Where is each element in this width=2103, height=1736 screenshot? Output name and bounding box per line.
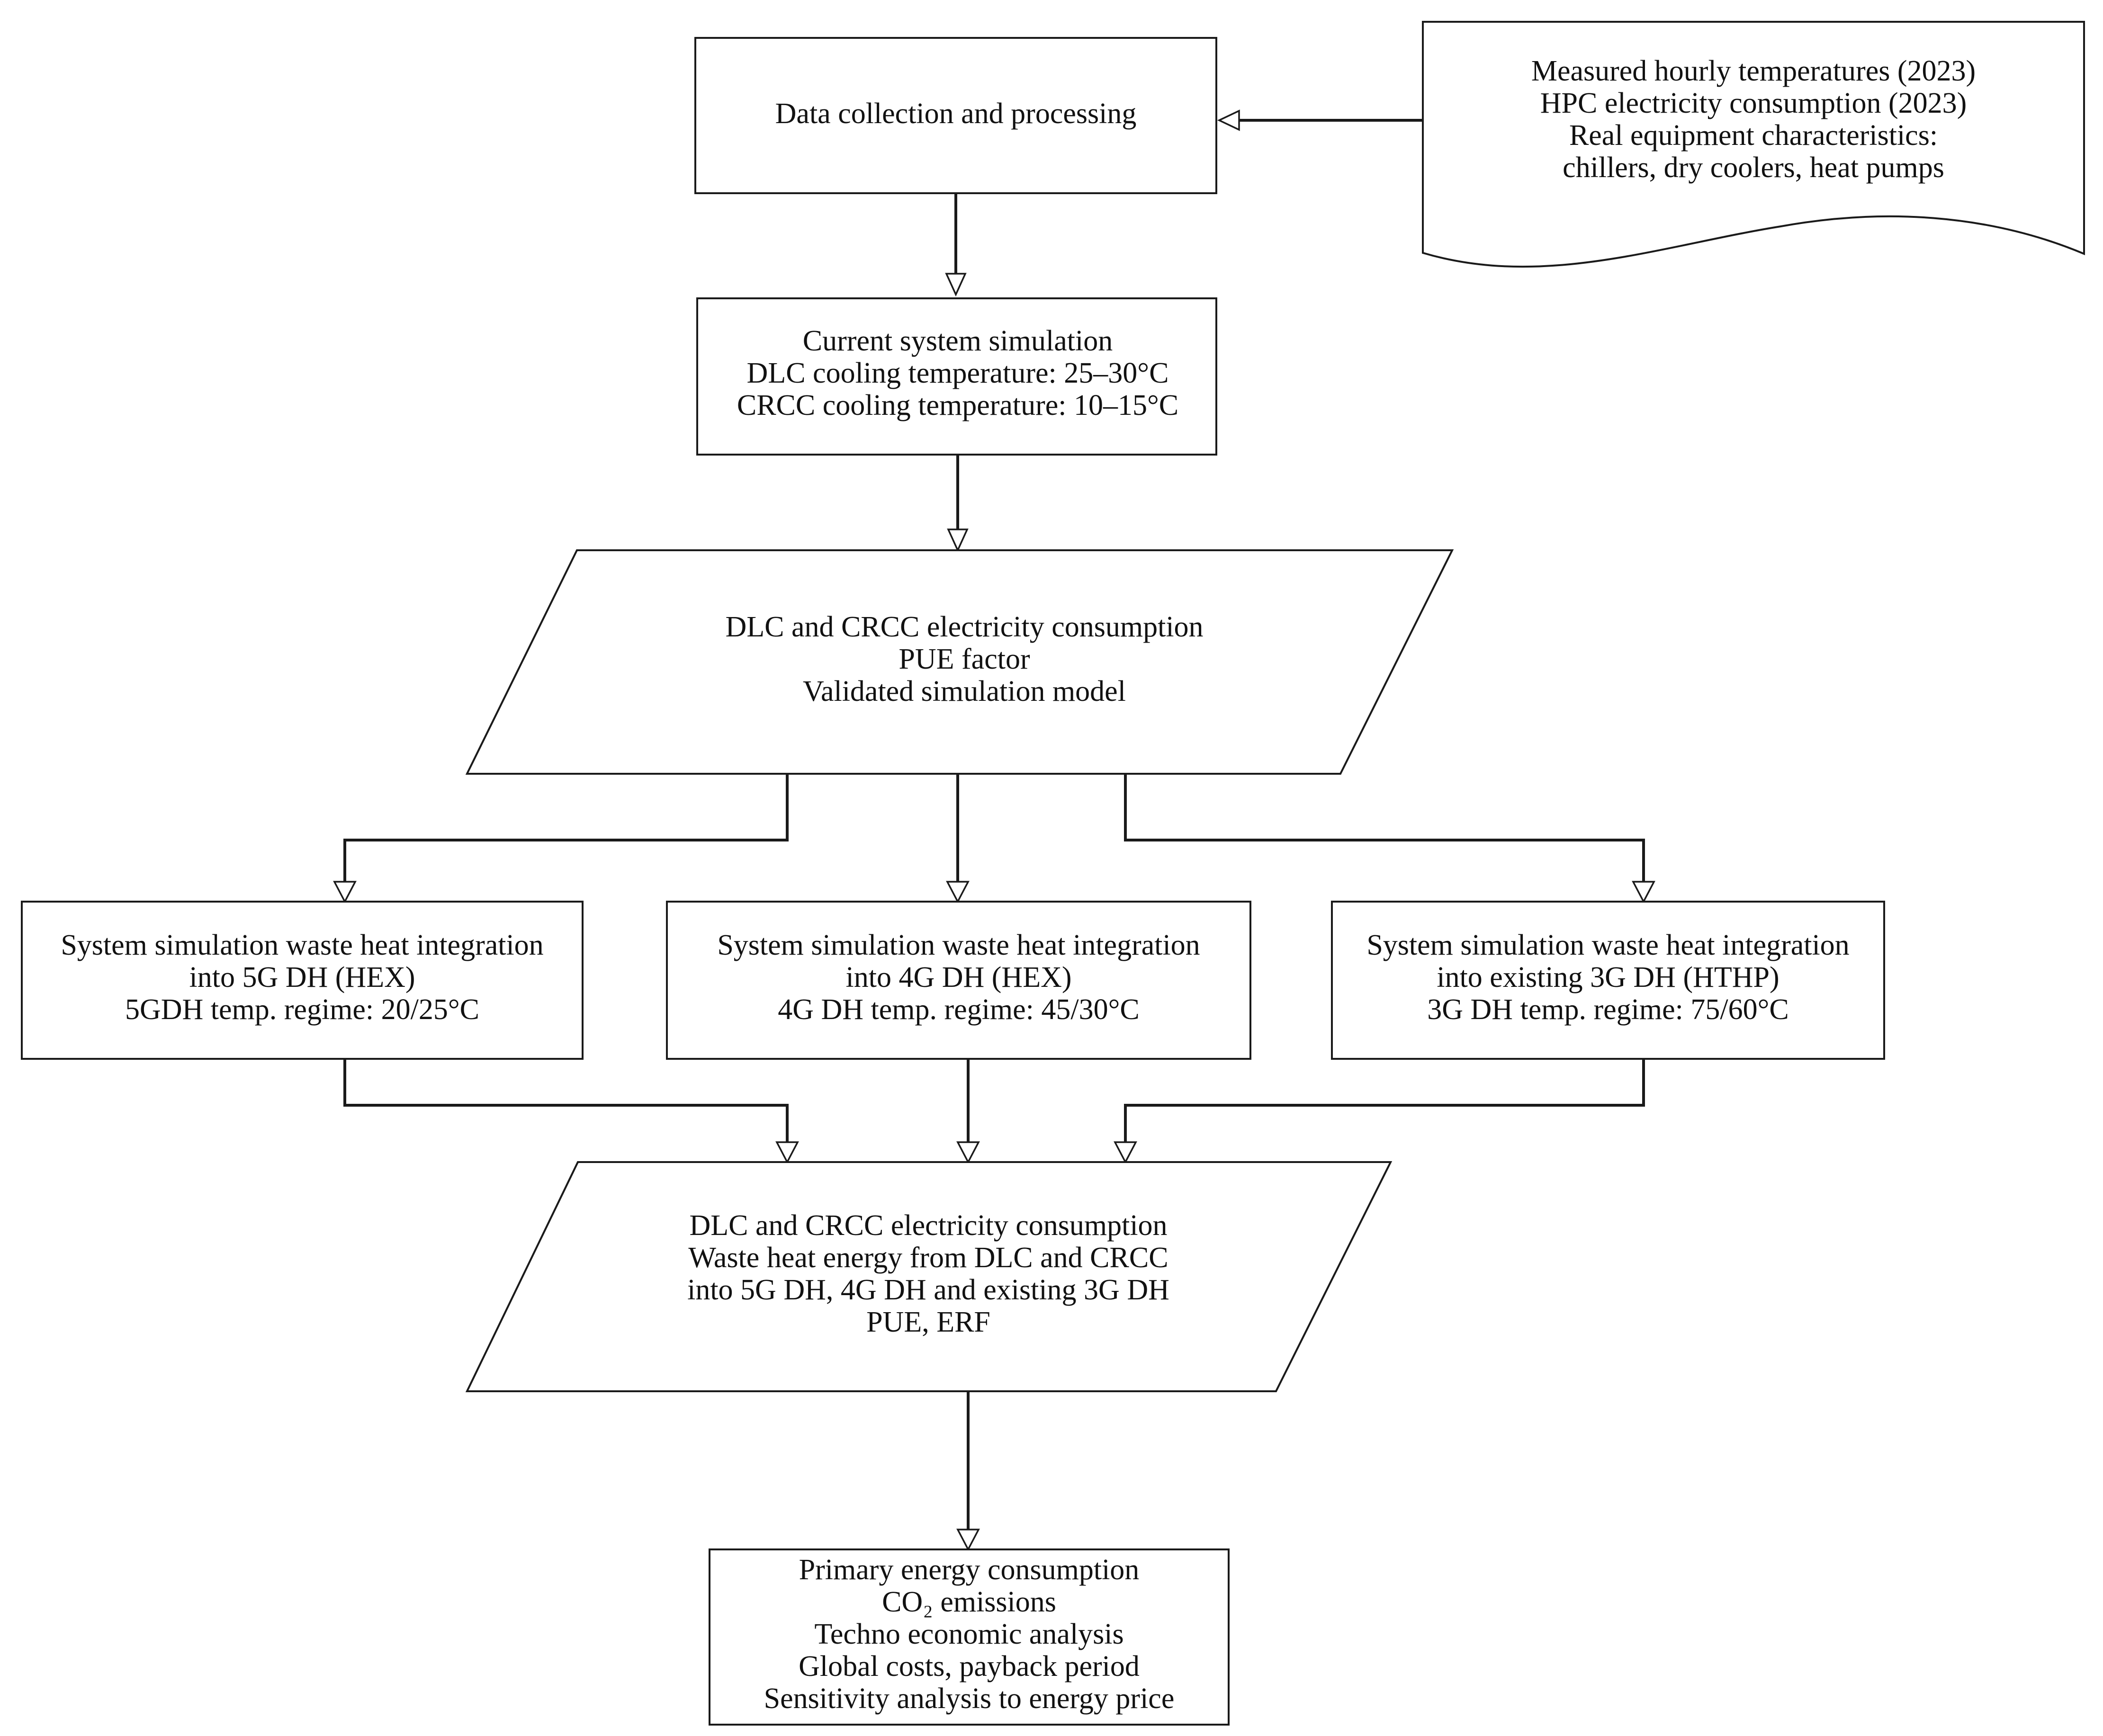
arrowhead-4g-into-outputs (956, 1141, 980, 1164)
document-shape (1422, 21, 2085, 268)
data-parallelogram (465, 549, 1454, 775)
node-label-line: 3G DH temp. regime: 75/60°C (1427, 993, 1789, 1026)
connectors (343, 119, 1645, 1536)
node-label-line: HPC electricity consumption (2023) (1540, 87, 1967, 119)
node-text: Data collection and processing (775, 98, 1137, 130)
connector-baseline-to-5g (343, 774, 789, 883)
node-label-line: CRCC cooling temperature: 10–15°C (737, 389, 1178, 421)
arrowhead-3g-into-outputs (1114, 1141, 1137, 1164)
node-label-line: Real equipment characteristics: (1569, 119, 1938, 152)
data-parallelogram (465, 1161, 1393, 1392)
arrowhead-into-5g (333, 881, 357, 904)
arrowhead-into-3g (1632, 881, 1655, 904)
connector-baseline-to-3g (1124, 774, 1645, 883)
arrowhead-into-baseline (947, 528, 969, 553)
process-box (694, 37, 1217, 194)
node-sim-5g: System simulation waste heat integration… (21, 901, 584, 1060)
node-label-line: Validated simulation model (803, 675, 1126, 707)
node-data-collection: Data collection and processing (694, 37, 1217, 194)
node-label-line: PUE factor (899, 643, 1030, 675)
node-label-line: System simulation waste heat integration (717, 929, 1200, 961)
process-box (21, 901, 584, 1060)
node-label-line: DLC and CRCC electricity consumption (725, 611, 1203, 643)
node-label-line: into 5G DH, 4G DH and existing 3G DH (687, 1274, 1169, 1306)
node-label-line: Sensitivity analysis to energy price (764, 1682, 1175, 1715)
node-label-line: into 4G DH (HEX) (846, 961, 1072, 993)
process-box (1331, 901, 1885, 1060)
arrow-heads (333, 109, 1655, 1551)
node-inputs-document: Measured hourly temperatures (2023)HPC e… (1422, 21, 2085, 268)
node-label-line: 5GDH temp. regime: 20/25°C (125, 993, 479, 1026)
node-label-line: chillers, dry coolers, heat pumps (1563, 152, 1944, 184)
connector-3g-to-outputs (1124, 1059, 1645, 1146)
arrowhead-into-final (956, 1529, 980, 1551)
process-box (709, 1548, 1230, 1726)
node-label-line: Global costs, payback period (799, 1650, 1140, 1682)
connector-5g-to-outputs (343, 1059, 789, 1146)
node-label-line: into 5G DH (HEX) (189, 961, 415, 993)
node-label-line: Current system simulation (803, 325, 1113, 357)
node-sim-3g: System simulation waste heat integration… (1331, 901, 1885, 1060)
node-label-line: System simulation waste heat integration (1366, 929, 1849, 961)
node-label-line: Waste heat energy from DLC and CRCC (688, 1242, 1168, 1274)
arrowhead-into-current (945, 273, 967, 297)
process-box (666, 901, 1251, 1060)
node-text: Measured hourly temperatures (2023)HPC e… (1531, 55, 1976, 184)
node-label-line: Measured hourly temperatures (2023) (1531, 55, 1976, 87)
arrowhead-5g-into-outputs (775, 1141, 799, 1164)
node-label-line: PUE, ERF (866, 1306, 990, 1338)
node-label-line: 4G DH temp. regime: 45/30°C (778, 993, 1140, 1026)
process-box (696, 297, 1217, 456)
node-text: System simulation waste heat integration… (717, 929, 1200, 1026)
node-label-line: Primary energy consumption (799, 1554, 1140, 1586)
node-label-line: Techno economic analysis (814, 1618, 1123, 1650)
node-text: System simulation waste heat integration… (1366, 929, 1849, 1026)
node-text: System simulation waste heat integration… (61, 929, 543, 1026)
node-sim-4g: System simulation waste heat integration… (666, 901, 1251, 1060)
arrowhead-into-data (1217, 109, 1240, 131)
node-label-line: System simulation waste heat integration (61, 929, 543, 961)
node-label-line: DLC cooling temperature: 25–30°C (747, 357, 1169, 389)
node-label-line: DLC and CRCC electricity consumption (689, 1209, 1167, 1242)
node-label-line: into existing 3G DH (HTHP) (1437, 961, 1779, 993)
arrowhead-into-4g (946, 881, 970, 904)
node-label-line: Data collection and processing (775, 98, 1137, 130)
node-label-line: CO₂ emissions (882, 1586, 1056, 1618)
